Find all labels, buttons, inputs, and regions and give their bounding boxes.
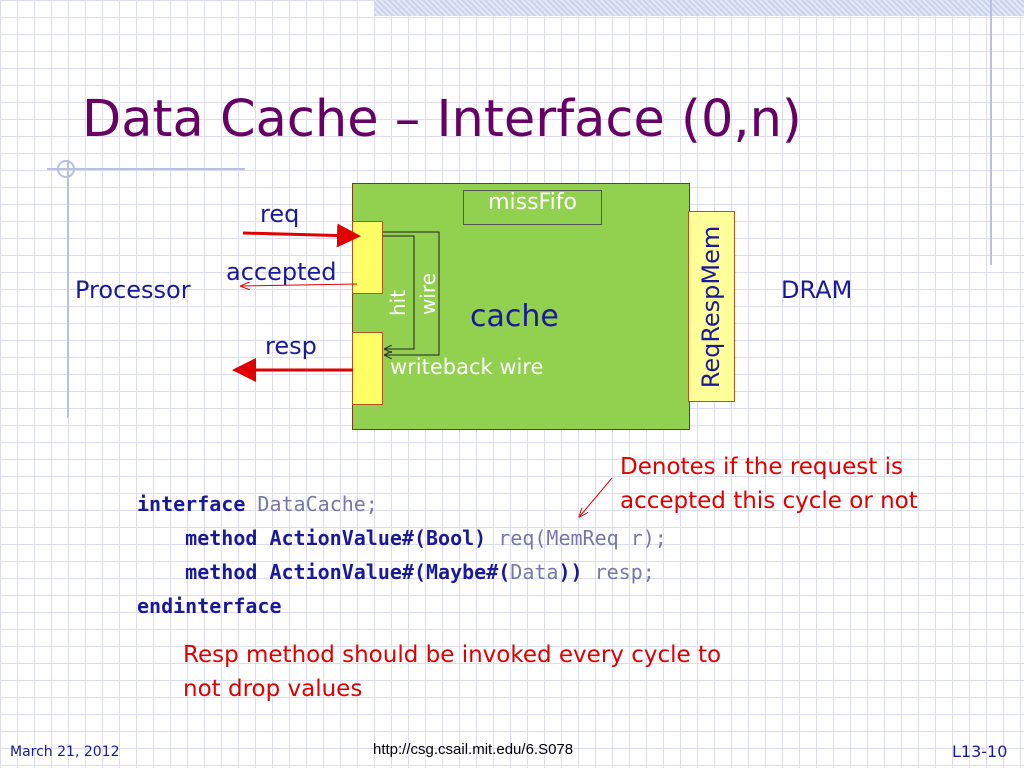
code-line: method ActionValue#(Maybe#(Data)) resp; — [137, 555, 667, 589]
code-block: interface DataCache; method ActionValue#… — [137, 487, 667, 623]
code-keyword: ) — [570, 560, 583, 584]
decorative-vertical-line-left — [67, 160, 69, 418]
code-indent — [137, 560, 185, 584]
missfifo-box — [463, 190, 602, 225]
resp-method-note-line2: not drop values — [183, 676, 363, 702]
title-underline — [47, 168, 245, 170]
code-keyword: interface — [137, 492, 246, 516]
missfifo-label: missFifo — [488, 190, 577, 215]
req-arrow — [242, 223, 361, 248]
resp-label: resp — [265, 332, 317, 360]
accepted-label: accepted — [226, 258, 337, 286]
code-keyword: method ActionValue#(Bool) — [185, 526, 487, 550]
accepted-annotation-line2: accepted this cycle or not — [620, 488, 918, 514]
code-text: req(MemReq r); — [486, 526, 667, 550]
req-label: req — [260, 200, 300, 228]
accepted-arrow — [242, 284, 358, 286]
code-line: method ActionValue#(Bool) req(MemReq r); — [137, 521, 667, 555]
reqrespmem-block — [688, 211, 735, 402]
slide-title: Data Cache – Interface (0,n) — [82, 90, 802, 149]
writeback-wire-label: writeback wire — [390, 355, 544, 379]
code-text: DataCache; — [245, 492, 378, 516]
decorative-circle-icon — [57, 160, 75, 178]
dram-label: DRAM — [781, 276, 853, 304]
wire-path — [383, 231, 440, 355]
footer-url[interactable]: http://csg.csail.mit.edu/6.S078 — [373, 741, 574, 758]
resp-method-note: Resp method should be invoked every cycl… — [183, 638, 883, 706]
code-keyword: endinterface — [137, 594, 282, 618]
decorative-vertical-line-right — [990, 0, 992, 265]
code-keyword: method ActionValue#(Maybe#( — [185, 560, 511, 584]
code-indent — [137, 526, 185, 550]
resp-method-note-line1: Resp method should be invoked every cycl… — [183, 642, 722, 668]
code-text: Data — [510, 560, 559, 584]
top-decorative-band — [375, 0, 1024, 16]
footer-date: March 21, 2012 — [10, 744, 120, 760]
code-line: endinterface — [137, 589, 667, 623]
footer-page-number: L13-10 — [952, 742, 1008, 761]
code-line: interface DataCache; — [137, 487, 667, 521]
code-text: resp; — [582, 560, 655, 584]
cache-label: cache — [470, 299, 559, 334]
hit-wire-path — [383, 235, 415, 349]
accepted-annotation: Denotes if the request is accepted this … — [620, 450, 918, 518]
processor-label: Processor — [75, 276, 191, 304]
note-pointer-arrow — [580, 477, 613, 516]
code-keyword: ) — [558, 560, 571, 584]
accepted-annotation-line1: Denotes if the request is — [620, 454, 903, 480]
